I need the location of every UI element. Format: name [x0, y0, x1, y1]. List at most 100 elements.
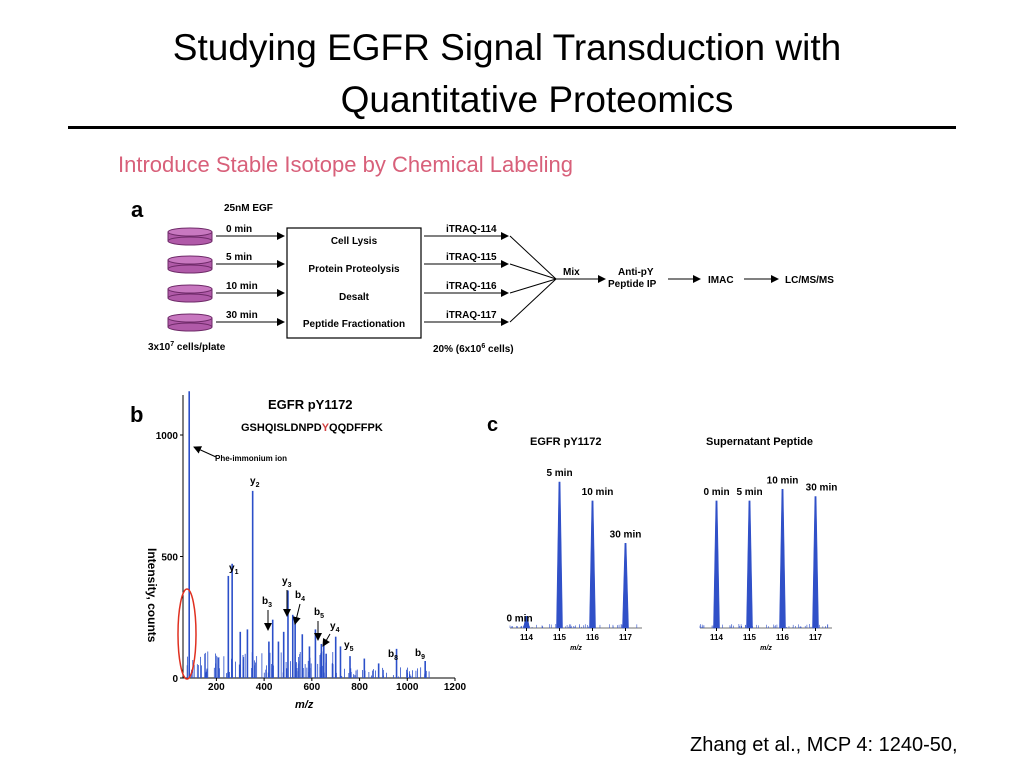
cell-plate [167, 255, 213, 274]
reporter-tick-label: 117 [619, 633, 632, 642]
ion-b9: b9 [415, 648, 425, 661]
time-label: 30 min [226, 310, 258, 321]
reporter-left-plot: 114 0 min 115 5 min 116 10 min 117 30 min m/z [506, 468, 642, 652]
ion-y2: y2 [250, 476, 260, 489]
reporter-peak-label: 30 min [806, 483, 838, 494]
ion-b4: b4 [295, 590, 305, 603]
title-line-2: Quantitative Proteomics [340, 79, 734, 120]
reporter-tick-label: 115 [553, 633, 566, 642]
reporter-peak-label: 10 min [582, 487, 614, 498]
time-label: 10 min [226, 281, 258, 292]
reporter-peak-label: 30 min [610, 529, 642, 540]
reporter-peak [713, 500, 720, 629]
xtick-label: 200 [208, 682, 225, 693]
reporter-peak [589, 500, 596, 629]
reporter-peak [622, 543, 629, 629]
xtick-label: 600 [303, 682, 320, 693]
processing-box [286, 227, 422, 339]
ion-y4: y4 [330, 621, 340, 634]
ion-b5: b5 [314, 607, 324, 620]
xtick-label: 1200 [444, 682, 467, 693]
cell-plate [167, 284, 213, 303]
reporter-tick-label: 114 [520, 633, 533, 642]
reporter-tick-label: 114 [710, 633, 723, 642]
spectrum-noise [186, 651, 430, 678]
reporter-peak [812, 496, 819, 629]
spectrum-xticks: 200 400 600 800 1000 1200 [208, 678, 467, 693]
time-label: 5 min [226, 252, 252, 263]
reporter-peak [556, 481, 563, 629]
cell-plate [167, 313, 213, 332]
citation: Zhang et al., MCP 4: 1240-50, [690, 734, 958, 756]
time-label: 0 min [226, 224, 252, 235]
ip-label-1: Anti-pY [618, 267, 654, 278]
phe-label: Phe-immonium ion [215, 454, 287, 463]
itraq-label: iTRAQ-117 [446, 310, 497, 321]
panel-a-label: a [131, 197, 144, 222]
reporter-peak-label: 5 min [546, 468, 572, 479]
processing-step: Peptide Fractionation [303, 319, 405, 330]
reporter-tick-label: 115 [743, 633, 756, 642]
ytick-label: 0 [172, 674, 178, 685]
ion-b8: b8 [388, 649, 398, 662]
xtick-label: 1000 [396, 682, 419, 693]
imac-label: IMAC [708, 275, 734, 286]
ion-y1: y1 [229, 563, 239, 576]
time-labels: 0 min 5 min 10 min 30 min [216, 224, 285, 326]
itraq-label: iTRAQ-115 [446, 252, 497, 263]
panel-b-label: b [130, 402, 143, 427]
mix-label: Mix [563, 267, 580, 278]
ion-y3: y3 [282, 576, 292, 589]
panel-a-workflow: a 25nM EGF 0 min 5 min 10 min 30 min 3x107 … [131, 197, 834, 355]
egf-label: 25nM EGF [224, 203, 273, 214]
cell-plate [167, 227, 213, 246]
reporter-tick-label: 117 [809, 633, 822, 642]
xtick-label: 800 [351, 682, 368, 693]
reporter-right-plot: 114 0 min 115 5 min 116 10 min 117 30 min m/z [699, 475, 838, 652]
reporter-peak [746, 500, 753, 629]
xtick-label: 400 [256, 682, 273, 693]
reporter-peak-label: 5 min [736, 487, 762, 498]
spectrum-yticks: 0 500 1000 [156, 431, 183, 685]
spectrum-peaks [188, 391, 426, 678]
reporter-left-title: EGFR pY1172 [530, 436, 602, 448]
reporter-tick-label: 116 [586, 633, 599, 642]
ip-label-2: Peptide IP [608, 279, 657, 290]
ytick-label: 500 [161, 553, 178, 564]
spectrum-xlabel: m/z [295, 699, 314, 711]
reporter-xlabel: m/z [570, 645, 582, 652]
reporter-right-title: Supernatant Peptide [706, 436, 813, 448]
title-line-1: Studying EGFR Signal Transduction with [172, 27, 842, 68]
ytick-label: 1000 [156, 431, 179, 442]
reporter-peak-label: 0 min [703, 487, 729, 498]
processing-step: Desalt [339, 292, 370, 303]
fraction-label: 20% (6x106 cells) [433, 343, 514, 355]
lcms-label: LC/MS/MS [785, 275, 834, 286]
spectrum-ylabel: Intensity, counts [145, 548, 159, 643]
slide-subtitle: Introduce Stable Isotope by Chemical Lab… [118, 152, 573, 177]
reporter-peak-label: 0 min [506, 613, 532, 624]
peptide-sequence: GSHQISLDNPDYQQDFFPK [241, 422, 383, 434]
ion-b3: b3 [262, 596, 272, 609]
panel-b-spectrum: b EGFR pY1172 GSHQISLDNPDYQQDFFPK Intens… [130, 391, 467, 711]
phe-arrow [193, 446, 217, 458]
cells-per-plate: 3x107 cells/plate [148, 341, 226, 353]
mix-lines [509, 235, 779, 323]
spectrum-title: EGFR pY1172 [268, 397, 353, 412]
reporter-tick-label: 116 [776, 633, 789, 642]
title-divider [68, 126, 956, 129]
immonium-highlight [177, 588, 197, 680]
ion-y5: y5 [344, 640, 354, 653]
panel-c-reporters: c EGFR pY1172 Supernatant Peptide 114 0 m… [487, 414, 837, 652]
reporter-xlabel: m/z [760, 645, 772, 652]
ion-arrows [264, 590, 331, 647]
itraq-label: iTRAQ-114 [446, 224, 497, 235]
reporter-peak-label: 10 min [767, 475, 799, 486]
itraq-label: iTRAQ-116 [446, 281, 497, 292]
processing-step: Cell Lysis [331, 236, 378, 247]
reporter-peak [523, 616, 530, 629]
ion-labels: y2 y1 y3 b4 b3 b5 y4 y5 b8 b9 [229, 476, 425, 662]
panel-c-label: c [487, 414, 498, 436]
